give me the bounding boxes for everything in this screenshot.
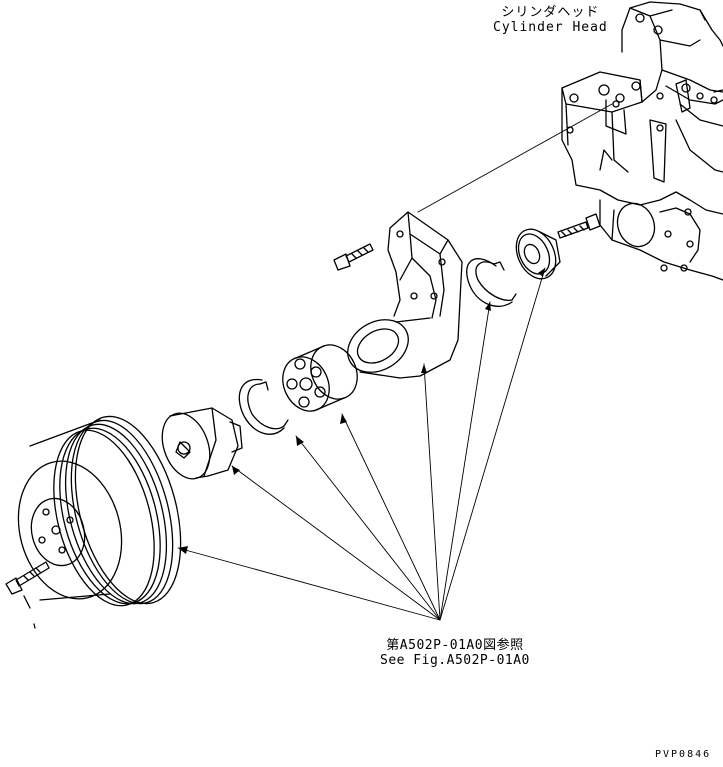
figure-code: PVP0846 [655, 749, 712, 760]
main-pulley [17, 415, 182, 607]
cylinder-head-label-jp: シリンダヘッド [501, 5, 600, 20]
bracket-bolt-left [333, 243, 374, 271]
bracket-bolt-right [557, 213, 601, 239]
snap-ring-lower [238, 378, 289, 435]
pulley-bolt [5, 561, 50, 629]
reference-label: 第A502P-01A0図参照 See Fig.A502P-01A0 [380, 638, 530, 669]
cylinder-head-label: シリンダヘッド Cylinder Head [493, 5, 608, 36]
reference-label-en: See Fig.A502P-01A0 [380, 652, 530, 668]
leader-lines [177, 103, 613, 621]
snap-ring-upper [466, 258, 517, 307]
bearing [282, 344, 358, 412]
pulley-hub [161, 407, 243, 480]
cylinder-head-label-en: Cylinder Head [493, 19, 608, 35]
cylinder-head [561, 1, 723, 281]
seal-cap [515, 228, 561, 280]
reference-label-jp: 第A502P-01A0図参照 [386, 638, 524, 653]
fan-bracket [347, 211, 463, 379]
leader-arrowheads [178, 268, 545, 554]
